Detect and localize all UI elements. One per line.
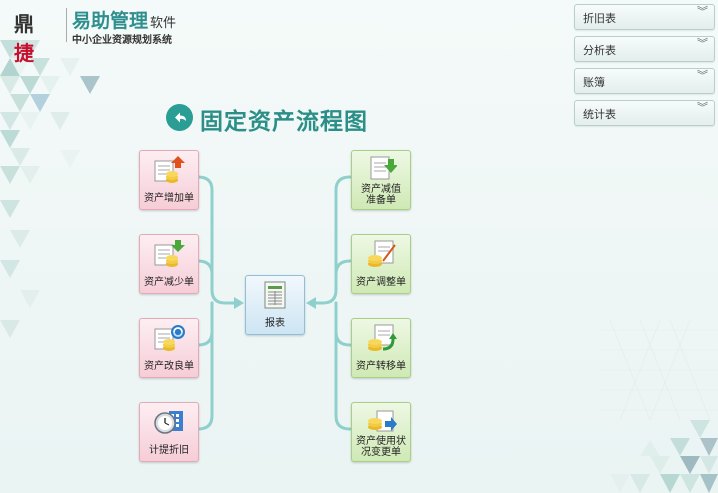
depreciation-node[interactable]: 计提折旧 [139, 402, 199, 462]
asset-adjust-node[interactable]: 资产调整单 [351, 234, 411, 294]
menu-analysis-table[interactable]: 分析表 ︾ [574, 36, 715, 62]
double-chevron-down-icon: ︾ [697, 5, 708, 18]
menu-ledger[interactable]: 账簿 ︾ [574, 68, 715, 94]
impairment-node[interactable]: 资产减值准备单 [351, 150, 411, 210]
status-change-node[interactable]: 资产使用状况变更单 [351, 402, 411, 462]
brand-mark: 鼎捷 [14, 12, 34, 65]
asset-transfer-node[interactable]: 资产转移单 [351, 318, 411, 378]
double-chevron-down-icon: ︾ [697, 69, 708, 82]
menu-statistics-table[interactable]: 统计表 ︾ [574, 100, 715, 126]
menu-depreciation-table[interactable]: 折旧表 ︾ [574, 4, 715, 30]
depreciation-icon [154, 411, 183, 434]
impairment-icon [370, 156, 397, 180]
back-arrow-icon[interactable] [166, 104, 193, 131]
brand-divider [66, 8, 67, 42]
asset-reduce-node[interactable]: 资产减少单 [139, 234, 199, 294]
asset-improve-node[interactable]: 资产改良单 [139, 318, 199, 378]
asset-add-node[interactable]: 资产增加单 [139, 150, 199, 210]
asset-reduce-icon [154, 240, 185, 267]
double-chevron-down-icon: ︾ [697, 101, 708, 114]
brand-name: 易助管理软件 [72, 10, 177, 32]
asset-add-icon [154, 156, 185, 183]
asset-transfer-icon [368, 324, 397, 351]
report-node[interactable]: 报表 [245, 275, 305, 335]
asset-adjust-icon [368, 240, 396, 267]
brand-subtitle: 中小企业资源规划系统 [72, 35, 172, 46]
double-chevron-down-icon: ︾ [697, 37, 708, 50]
report-icon [264, 281, 286, 309]
status-change-icon [368, 410, 397, 432]
asset-improve-icon [154, 325, 185, 351]
